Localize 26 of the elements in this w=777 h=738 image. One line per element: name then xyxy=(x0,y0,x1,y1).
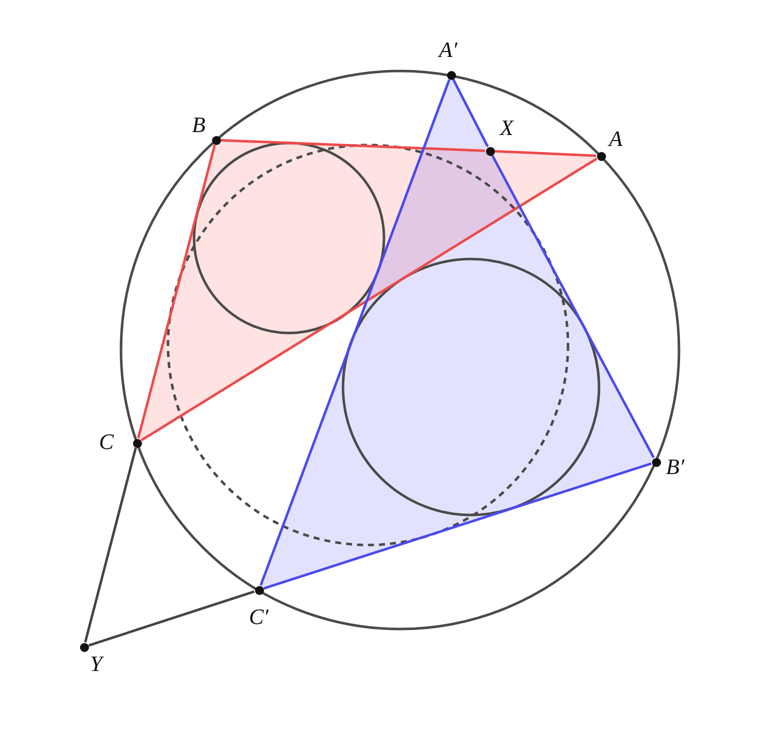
point-label: X xyxy=(500,117,514,139)
line-segment xyxy=(88,590,255,647)
line-segment xyxy=(220,138,486,152)
point-dot xyxy=(254,586,264,594)
point-label: B′ xyxy=(666,456,684,478)
point-dot xyxy=(652,458,660,466)
line-segment xyxy=(263,462,652,590)
point-label: Y xyxy=(90,653,102,675)
point-label: A xyxy=(609,128,622,150)
line-segment xyxy=(494,150,596,158)
point-label: C xyxy=(99,431,114,453)
point-dot xyxy=(596,152,606,160)
line-segment xyxy=(140,158,598,442)
line-segment xyxy=(491,154,655,458)
line-segment xyxy=(137,144,216,438)
line-segment xyxy=(84,448,137,642)
point-label: B xyxy=(192,114,206,136)
point-dot xyxy=(212,136,220,144)
point-dot xyxy=(80,642,88,652)
point-dot xyxy=(132,438,142,448)
line-segment xyxy=(452,78,489,148)
point-dot xyxy=(446,70,456,80)
line-segment xyxy=(260,79,450,586)
point-dot xyxy=(486,146,494,156)
point-label: C′ xyxy=(249,606,268,628)
point-label: A′ xyxy=(439,39,458,61)
